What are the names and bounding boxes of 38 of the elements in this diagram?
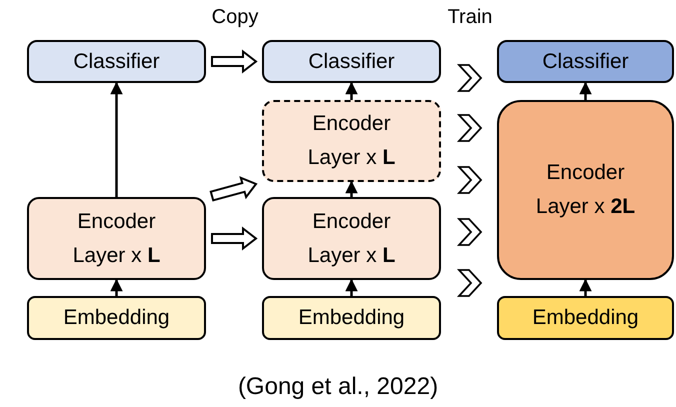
- classifier-box: [497, 40, 674, 83]
- chevron-arrow: [456, 166, 482, 194]
- arrow: [110, 278, 123, 296]
- node-label: Embedding: [63, 305, 170, 331]
- arrow: [579, 278, 592, 296]
- block-arrow: [211, 226, 258, 251]
- chevron-arrow: [456, 269, 482, 297]
- block-arrow: [210, 176, 258, 202]
- classifier-box: [27, 40, 206, 83]
- chevron-arrow: [456, 218, 482, 246]
- node-label: Encoder Layer x L: [306, 111, 396, 171]
- node-label: Classifier: [542, 48, 629, 74]
- block-arrow: [211, 49, 258, 74]
- arrow: [110, 82, 123, 197]
- node-label: Encoder Layer x L: [306, 208, 396, 268]
- node-label: Classifier: [308, 48, 395, 74]
- arrow: [345, 278, 358, 296]
- chevron-arrow: [456, 64, 482, 92]
- arrow: [345, 82, 358, 100]
- embedding-box: [497, 296, 674, 340]
- encoder-box: [497, 100, 674, 280]
- chevron-arrow: [456, 114, 482, 142]
- arrow: [345, 180, 358, 197]
- node-label: Classifier: [73, 48, 160, 74]
- encoder-box: [262, 100, 441, 182]
- classifier-box: [262, 40, 441, 83]
- step-label: Train: [448, 5, 492, 30]
- step-label: Copy: [212, 5, 258, 30]
- encoder-box: [27, 197, 206, 280]
- caption: (Gong et al., 2022): [238, 372, 438, 402]
- node-label: Encoder Layer x 2L: [534, 160, 636, 220]
- embedding-box: [262, 296, 441, 340]
- node-label: Embedding: [532, 305, 639, 331]
- node-label: Encoder Layer x L: [72, 208, 162, 268]
- node-label: Embedding: [298, 305, 405, 331]
- embedding-box: [27, 296, 206, 340]
- arrow: [579, 82, 592, 100]
- encoder-box: [262, 197, 441, 280]
